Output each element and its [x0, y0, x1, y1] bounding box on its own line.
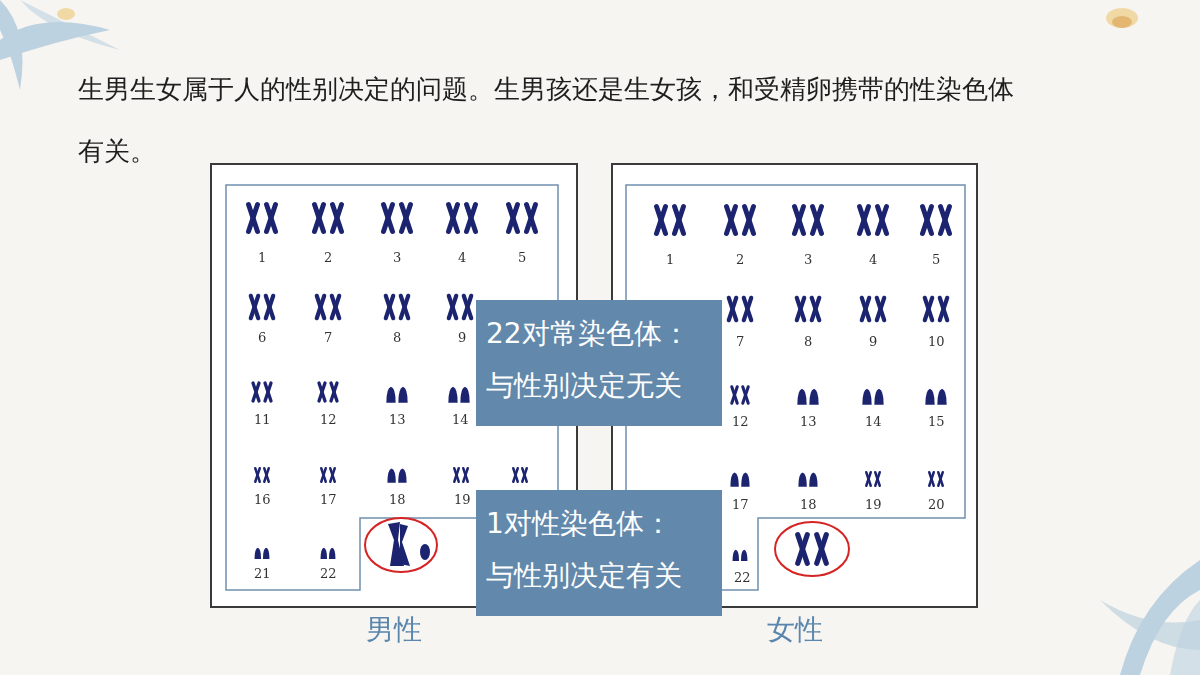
chromosome-number: 14 [865, 415, 882, 429]
chromosome-number: 3 [393, 251, 401, 265]
panel-caption: 男性 [212, 612, 576, 648]
callout-box: 22对常染色体：与性别决定无关 [476, 300, 722, 426]
chromosome-number: 19 [454, 493, 471, 507]
chromosome-number: 4 [869, 253, 877, 267]
chromosome-number: 12 [732, 415, 749, 429]
highlight-circle [365, 518, 437, 572]
callout-heading: 22对常染色体： [486, 308, 712, 360]
chromosome-number: 9 [458, 331, 466, 345]
chromosome-number: 3 [804, 253, 812, 267]
chromosome-number: 2 [736, 253, 744, 267]
flower-decoration [57, 8, 1138, 28]
chromosome-number: 15 [928, 415, 945, 429]
chromosome-number: 1 [258, 251, 266, 265]
chromosome-number: 1 [666, 253, 674, 267]
chromosome-number: 5 [518, 251, 526, 265]
chromosome-number: 6 [258, 331, 266, 345]
chromosome-number: 11 [254, 413, 271, 427]
callout-box: 1对性染色体：与性别决定有关 [476, 490, 722, 616]
chromosome-number: 20 [928, 498, 945, 512]
chromosome-number: 9 [869, 335, 877, 349]
chromosome-number: 18 [800, 498, 817, 512]
chromosome-number: 21 [254, 567, 271, 581]
chromosome-number: 13 [389, 413, 406, 427]
chromosome-number: 17 [732, 498, 749, 512]
chromosome-number: 22 [734, 571, 751, 585]
chromosome-number: 4 [458, 251, 466, 265]
callout-body: 与性别决定无关 [486, 360, 712, 412]
chromosome-number: 13 [800, 415, 817, 429]
chromosome-number: 8 [393, 331, 401, 345]
callout-heading: 1对性染色体： [486, 498, 712, 550]
chromosome-number: 7 [324, 331, 332, 345]
chromosome-number: 14 [452, 413, 469, 427]
chromosome-number: 8 [804, 335, 812, 349]
chromosome-number: 17 [320, 493, 337, 507]
callout-body: 与性别决定有关 [486, 550, 712, 602]
panel-caption: 女性 [613, 612, 976, 648]
chromosome-number: 19 [865, 498, 882, 512]
chromosome-number: 12 [320, 413, 337, 427]
chromosome-number: 10 [928, 335, 945, 349]
chromosome-number: 22 [320, 567, 337, 581]
chromosome-number: 2 [324, 251, 332, 265]
chromosome-number: 5 [932, 253, 940, 267]
chromosome-number: 18 [389, 493, 406, 507]
highlight-circle [775, 522, 849, 576]
chromosome-number: 7 [736, 335, 744, 349]
chromosome-number: 16 [254, 493, 271, 507]
